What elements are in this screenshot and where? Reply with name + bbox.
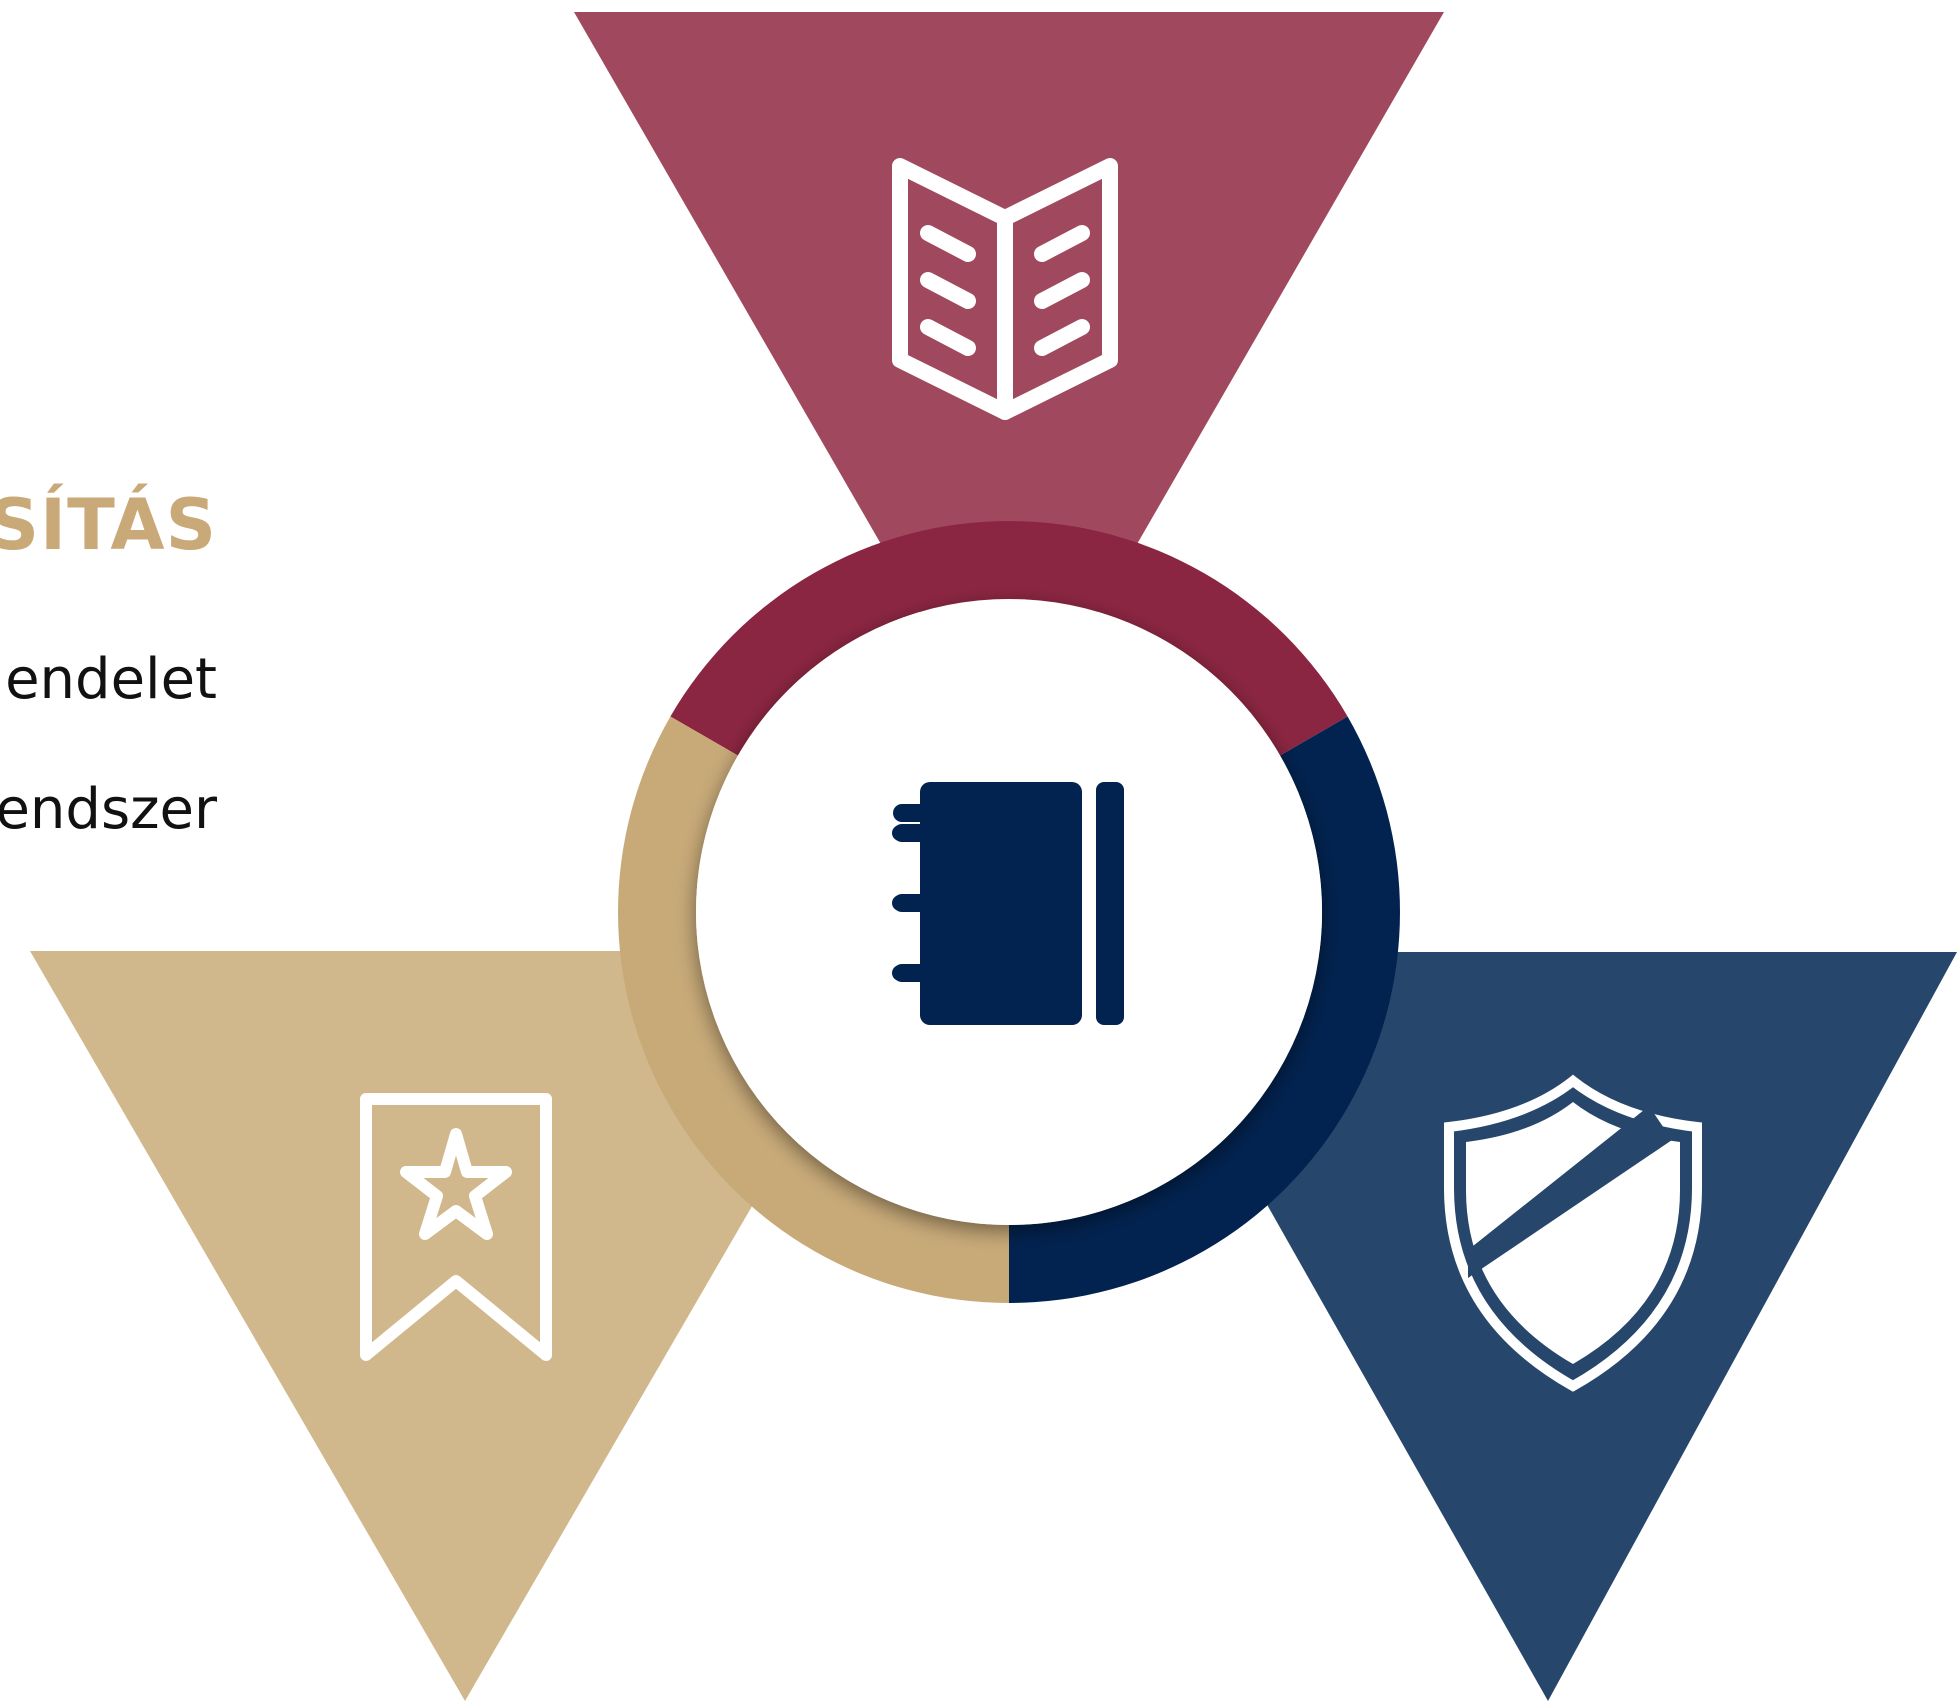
notebook-icon: [892, 782, 1124, 1025]
open-book-icon: [892, 158, 1118, 420]
ring-segment-maroon: [670, 521, 1348, 756]
ring-segment-navy: [1009, 716, 1400, 1303]
triangle-left-gold: [30, 951, 900, 1701]
section-heading: SÍTÁS: [0, 484, 217, 566]
ring-segment-gold: [618, 716, 1009, 1303]
shield-icon: [1444, 1074, 1702, 1392]
bookmark-star-icon: [360, 1093, 552, 1361]
text-line-1: endelet: [5, 647, 217, 712]
text-line-2: endszer: [0, 777, 217, 842]
